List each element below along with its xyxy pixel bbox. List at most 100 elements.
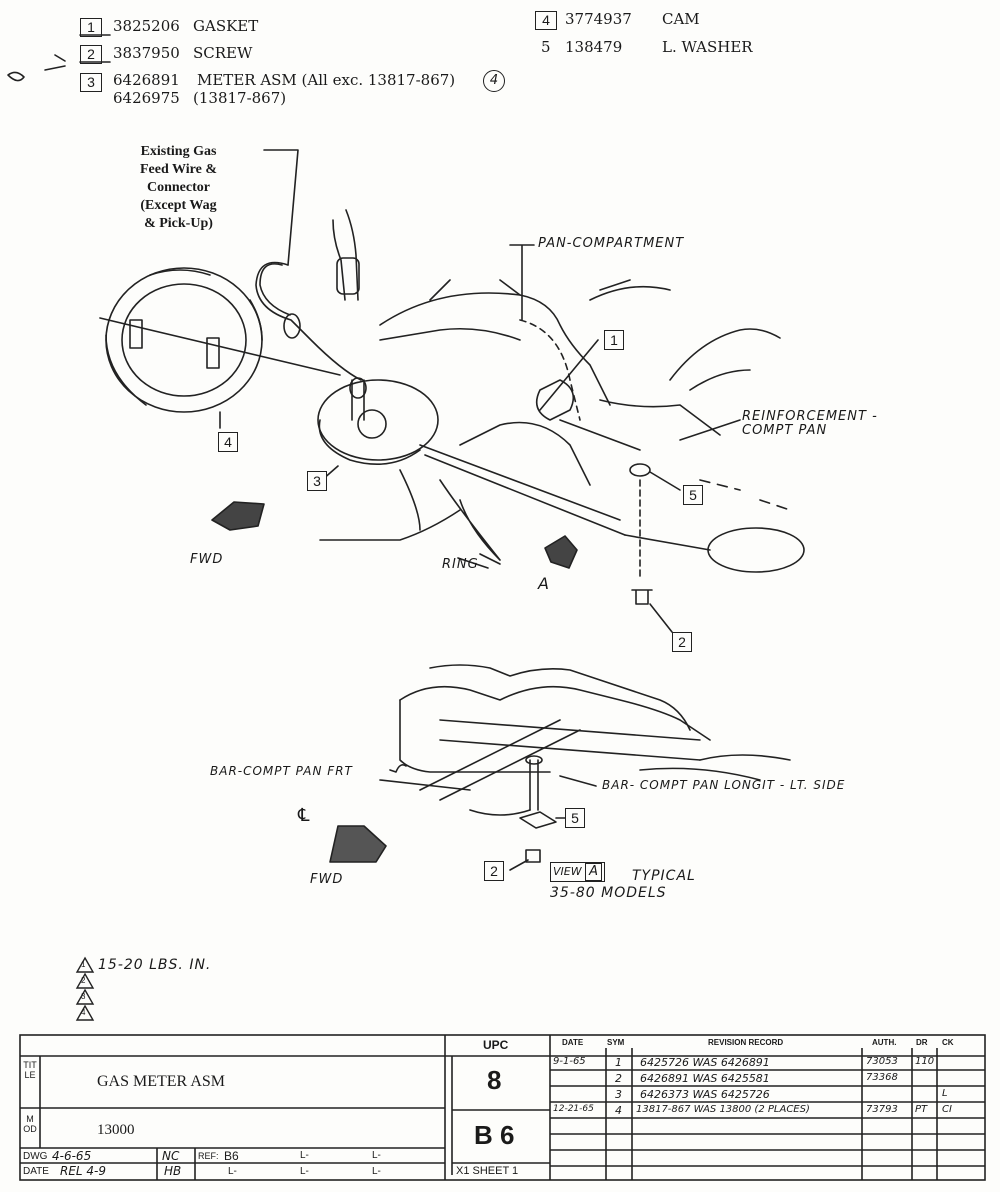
hose-clamp bbox=[336, 257, 360, 295]
gasket-1 bbox=[535, 379, 575, 421]
callout-4: 4 bbox=[218, 432, 238, 452]
bar-front-edge bbox=[429, 664, 691, 731]
list-rule bbox=[79, 34, 111, 63]
view-label: VIEW bbox=[553, 865, 582, 878]
reinforcement-label: REINFORCEMENT - COMPT PAN bbox=[742, 409, 878, 438]
margin-mark bbox=[44, 54, 66, 71]
date-label: DATE bbox=[23, 1166, 49, 1177]
mod-number: 13000 bbox=[97, 1122, 135, 1138]
view-letter: A bbox=[585, 863, 603, 881]
view-a-arrow bbox=[544, 535, 578, 569]
meter-tube bbox=[351, 379, 365, 421]
rev-header-ck: CK bbox=[942, 1038, 954, 1047]
bar-cross bbox=[419, 719, 581, 801]
pan-flange bbox=[589, 279, 671, 301]
view-a-marker: A bbox=[538, 574, 550, 593]
cam-ring-inner bbox=[121, 283, 247, 397]
part-item-number: 5 bbox=[541, 38, 551, 56]
part-description: CAM bbox=[662, 10, 700, 28]
fwd-arrow bbox=[211, 501, 265, 531]
dwg-label: DWG bbox=[23, 1151, 48, 1162]
part-number-box: 1 bbox=[80, 18, 102, 37]
l-mark: L- bbox=[300, 1166, 309, 1177]
rev-header-record: REVISION RECORD bbox=[708, 1038, 784, 1047]
flag-number: 4 bbox=[81, 1008, 86, 1017]
ring-label: RING bbox=[442, 557, 479, 572]
cam-ring-lugs bbox=[105, 269, 263, 406]
meter-connector bbox=[349, 377, 367, 399]
float-arm-end bbox=[624, 534, 711, 551]
rev-auth: 73793 bbox=[866, 1104, 898, 1115]
pan-edge bbox=[429, 279, 521, 301]
title-field-label: TITLE bbox=[23, 1060, 37, 1080]
rev-record: 13817-867 WAS 13800 (2 PLACES) bbox=[636, 1104, 810, 1115]
part-number-box: 4 bbox=[535, 11, 557, 30]
release-date: REL 4-9 bbox=[60, 1164, 107, 1178]
rev-ck: CI bbox=[942, 1104, 952, 1115]
upc-value: 8 bbox=[487, 1065, 502, 1095]
hidden-line bbox=[699, 479, 791, 511]
leader bbox=[649, 603, 673, 633]
part-number: 3825206 bbox=[113, 17, 180, 35]
filler-hose bbox=[332, 209, 359, 301]
rev-auth: 73368 bbox=[866, 1072, 898, 1083]
flag-triangle bbox=[75, 988, 95, 1005]
bar-front bbox=[399, 699, 551, 773]
part-number: 138479 bbox=[565, 38, 623, 56]
washer-5 bbox=[629, 463, 651, 477]
torque-note: 15-20 LBS. IN. bbox=[98, 957, 212, 973]
cam-lug bbox=[129, 319, 143, 349]
ring-leader bbox=[457, 553, 501, 569]
bar-front-leader bbox=[389, 764, 407, 773]
rev-header-auth: AUTH. bbox=[872, 1038, 897, 1047]
rev-sym: 2 bbox=[615, 1072, 622, 1085]
torque-flag-number: 1 bbox=[81, 960, 86, 969]
revision-flag: 4 bbox=[483, 70, 505, 92]
panel-edge bbox=[379, 779, 531, 816]
typical-models-label: TYPICAL 35-80 MODELS bbox=[550, 868, 696, 901]
feed-wire bbox=[259, 263, 291, 316]
pan-compartment-label: PAN-COMPARTMENT bbox=[538, 236, 685, 251]
compartment-pan bbox=[379, 327, 521, 341]
cam-lug bbox=[206, 337, 220, 369]
leader bbox=[649, 471, 681, 491]
l-mark: L- bbox=[228, 1166, 237, 1177]
view-a-box: VIEW A bbox=[550, 862, 606, 882]
compartment-pan bbox=[379, 292, 611, 406]
rev-ck: L bbox=[942, 1088, 948, 1099]
l-mark: L- bbox=[372, 1166, 381, 1177]
flag-number: 2 bbox=[81, 976, 86, 985]
rev-date: 9-1-65 bbox=[553, 1056, 586, 1067]
rev-header-sym: SYM bbox=[607, 1038, 625, 1047]
rev-record: 6425726 WAS 6426891 bbox=[640, 1056, 770, 1069]
screw-2 bbox=[631, 589, 653, 605]
bar-longit-leader bbox=[559, 775, 597, 787]
flag-triangle bbox=[75, 972, 95, 989]
pan-leader bbox=[509, 244, 535, 321]
fwd-label-bottom: FWD bbox=[310, 872, 344, 887]
rev-record: 6426373 WAS 6425726 bbox=[640, 1088, 770, 1101]
reinforcement bbox=[559, 399, 721, 451]
wire-connector bbox=[283, 313, 301, 339]
float-rod bbox=[459, 421, 591, 486]
dwg-initials: NC bbox=[162, 1149, 180, 1163]
margin-mark bbox=[7, 71, 25, 82]
flag-number: 3 bbox=[81, 992, 86, 1001]
callout-1: 1 bbox=[604, 330, 624, 350]
release-initials: HB bbox=[164, 1164, 182, 1178]
part-description: GASKET bbox=[193, 17, 259, 35]
part-description: SCREW bbox=[193, 44, 253, 62]
part-number: 3774937 bbox=[565, 10, 632, 28]
part-number-box: 2 bbox=[80, 45, 102, 64]
feed-wire-label: Existing Gas Feed Wire & Connector (Exce… bbox=[140, 144, 217, 231]
flag-triangle bbox=[75, 1004, 95, 1021]
fwd-arrow-bottom bbox=[329, 825, 387, 863]
view-callout-5: 5 bbox=[565, 808, 585, 828]
torque-flag-triangle bbox=[75, 956, 95, 973]
rev-dr: PT bbox=[915, 1104, 928, 1115]
body-line bbox=[319, 509, 461, 541]
part-description: METER ASM (All exc. 13817-867) bbox=[197, 71, 456, 89]
